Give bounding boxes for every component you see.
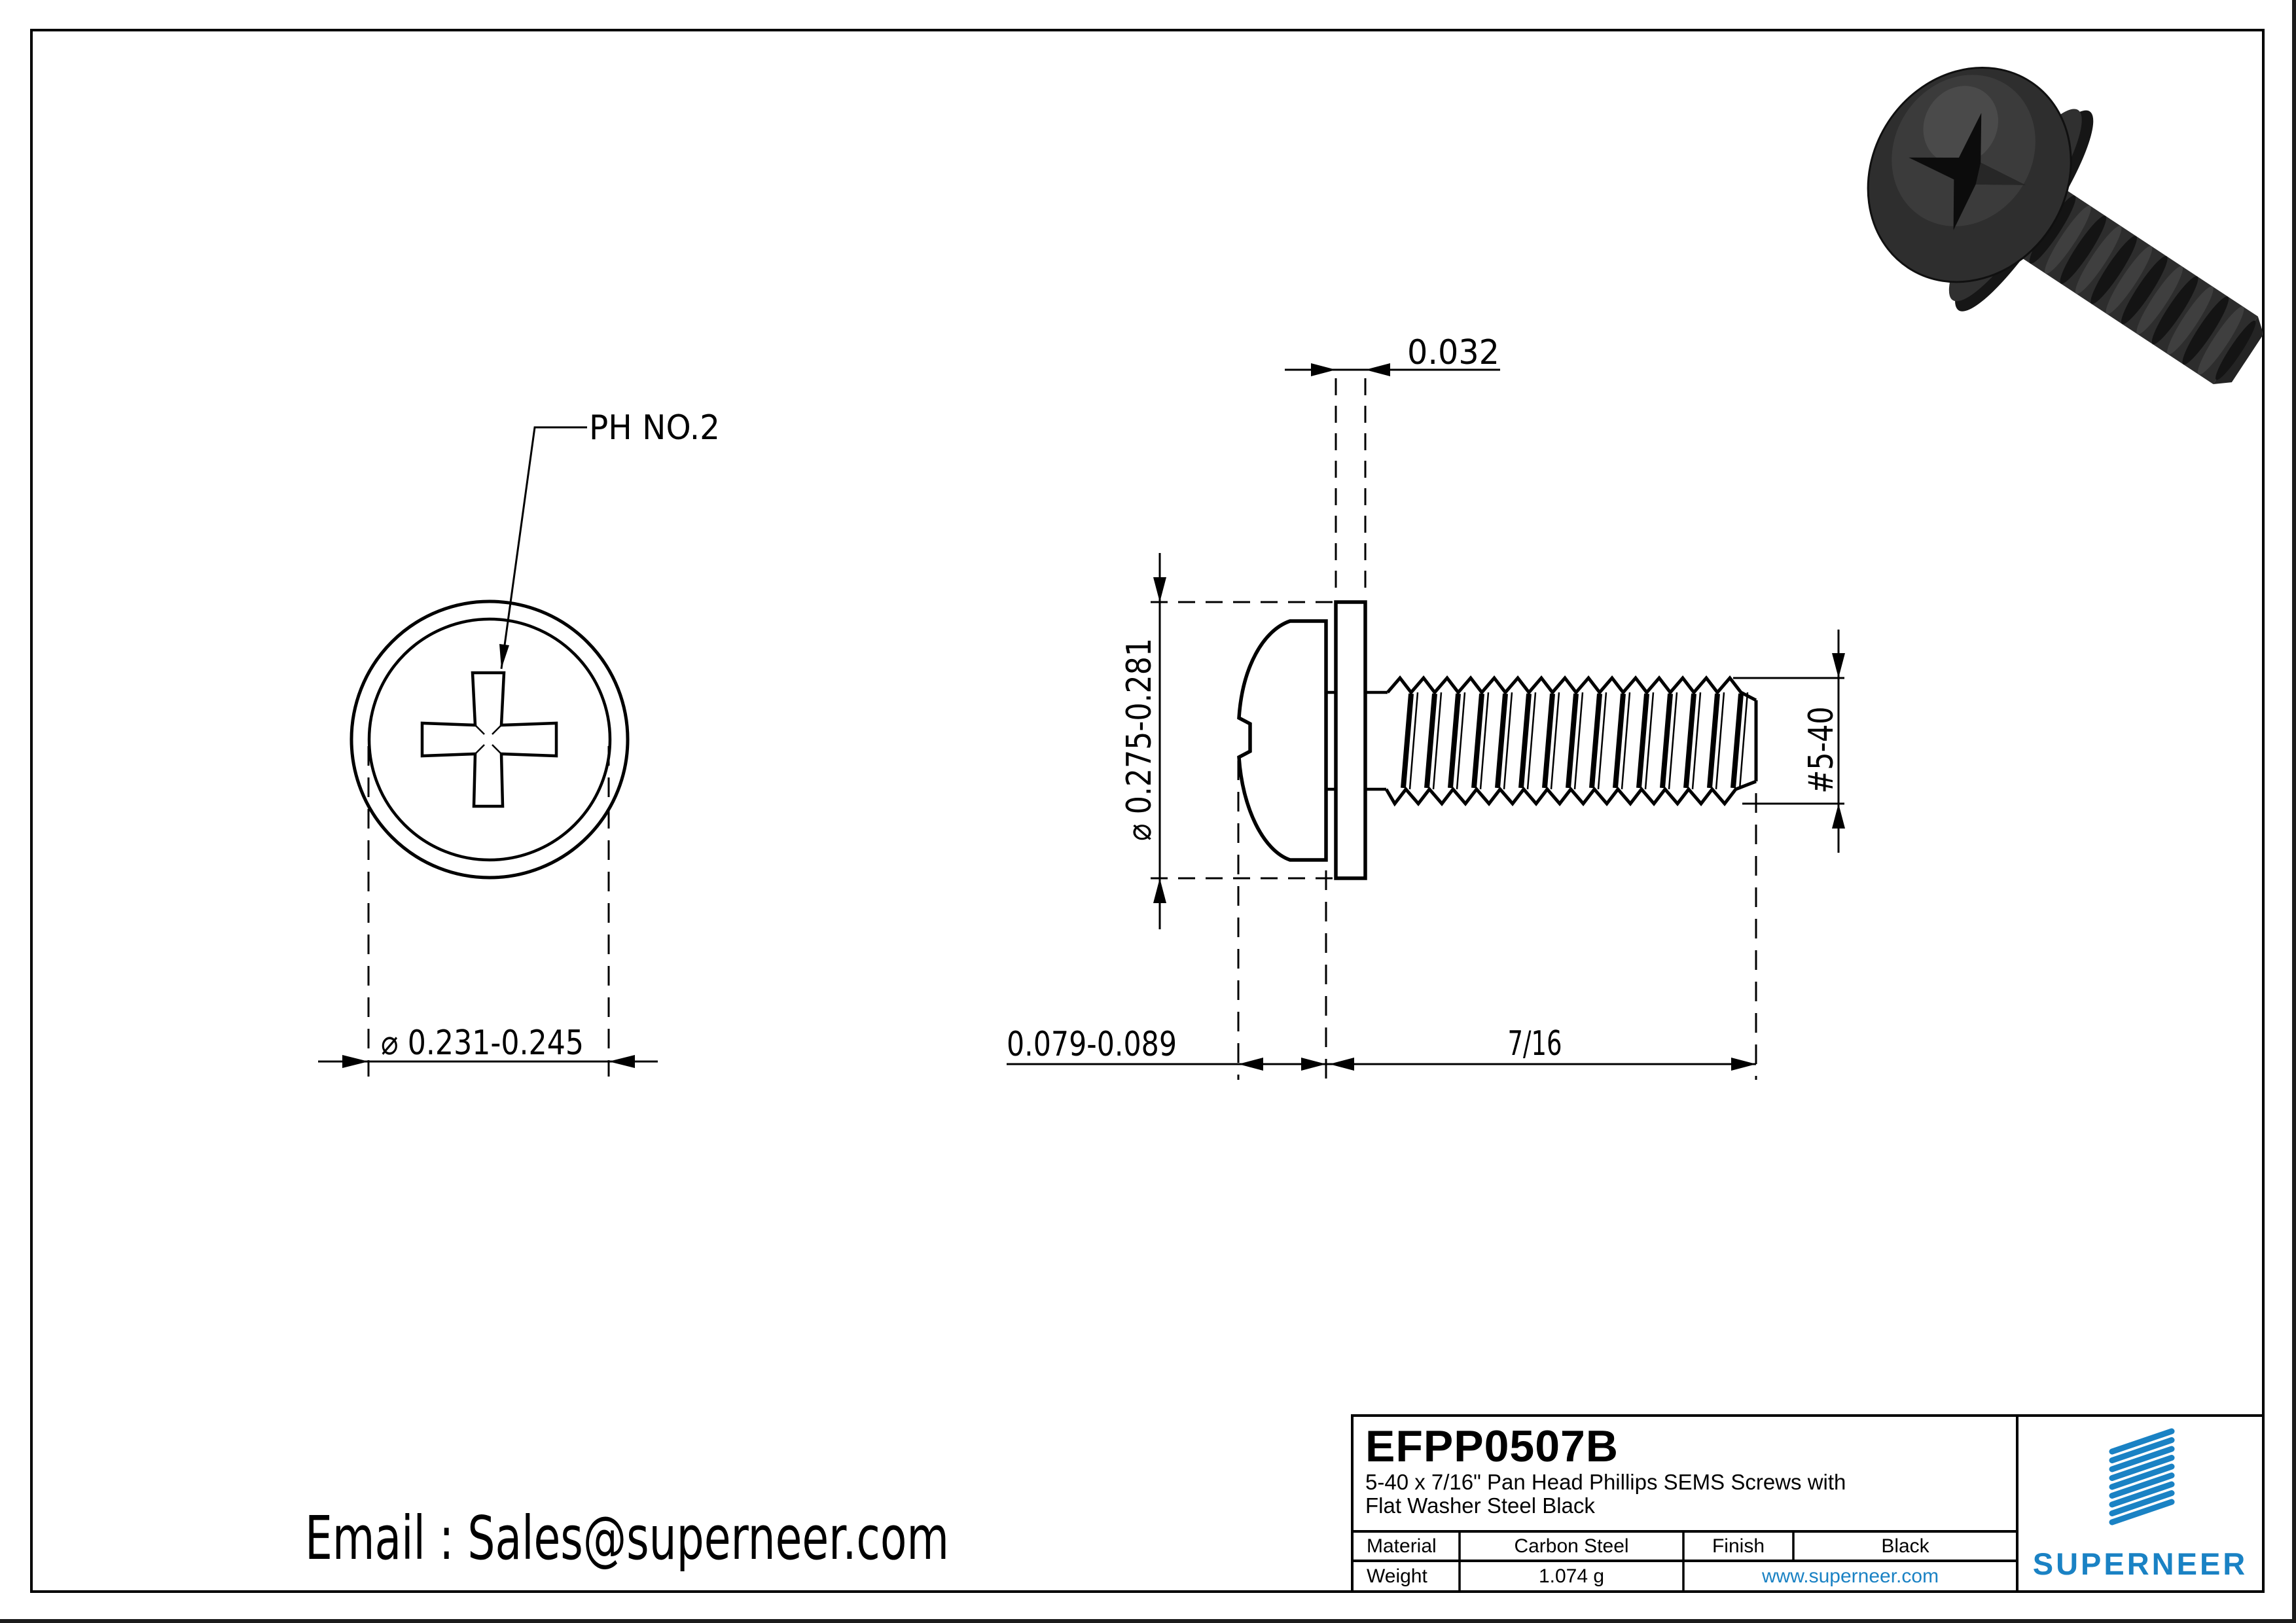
dim-thread-length: 7/16 [1508,1024,1562,1063]
phillips-star-3d [1909,113,2026,230]
arrowhead [1329,1058,1354,1071]
dim-head-diameter: ⌀ 0.231-0.245 [381,1024,584,1063]
arrowhead [1301,1058,1326,1071]
arrowhead [1365,363,1390,376]
dim-thread-spec: #5-40 [1802,707,1841,794]
description-line-2: Flat Washer Steel Black [1365,1493,1595,1518]
thread-flanks-light [1408,692,1749,790]
thread-flanks-heavy [1401,693,1744,789]
page-border [30,29,2265,1593]
phillips-chamfer-lines [475,724,502,755]
brand-name: SUPERNEER [2032,1546,2248,1581]
thread-ribs [2029,195,2256,380]
product-photo [1867,67,2264,384]
material-value: Carbon Steel [1514,1535,1629,1557]
thread-top-crests [1386,675,1757,702]
website-link: www.superneer.com [1761,1565,1939,1587]
page-edge-bottom [0,1619,2296,1623]
arrowhead [609,1055,635,1068]
arrowhead [1153,878,1166,903]
phillips-label: PH NO.2 [589,408,720,448]
email-contact: Email : Sales@superneer.com [305,1503,949,1573]
arrowhead [342,1055,368,1068]
arrowhead [1238,1058,1263,1071]
material-label: Material [1367,1535,1437,1557]
arrowhead [1832,653,1845,678]
arrowhead [1311,363,1336,376]
finish-value: Black [1881,1535,1929,1557]
extension-lines-washer-od [1151,601,1336,880]
arrowhead [1731,1058,1756,1071]
shank-lines [1326,690,1388,791]
front-view: PH NO.2 ⌀ 0.231-0.245 [318,408,720,1077]
leader-line [500,426,587,669]
dim-washer-diameter: ⌀ 0.275-0.281 [1120,638,1159,841]
extension-lines-head-dia [367,746,610,1077]
finish-label: Finish [1712,1535,1765,1557]
washer-profile [1334,600,1367,880]
brand-logo-mark [2109,1428,2175,1525]
part-number: EFPP0507B [1365,1421,1619,1471]
side-view: 0.032 ⌀ 0.275-0.281 #5-40 0.079-0.089 7/… [1007,333,1845,1080]
star-facet [1975,162,2026,185]
thread-bottom-crests [1384,779,1757,807]
weight-label: Weight [1367,1565,1427,1587]
dim-washer-thickness: 0.032 [1407,333,1499,372]
title-block-grid [1351,1414,2265,1593]
page-edge-right [2292,0,2296,1623]
head-profile [1237,619,1328,862]
extension-lines-thread [1733,677,1844,805]
arrowhead [1832,804,1845,829]
arrowhead [1153,577,1166,602]
extension-lines-washer-thickness [1335,378,1367,598]
leader-arrowhead [499,644,509,669]
weight-value: 1.074 g [1538,1565,1605,1587]
dim-head-height: 0.079-0.089 [1007,1025,1177,1064]
description-line-1: 5-40 x 7/16" Pan Head Phillips SEMS Scre… [1365,1470,1846,1494]
extension-lines-bottom [1237,760,1757,1080]
